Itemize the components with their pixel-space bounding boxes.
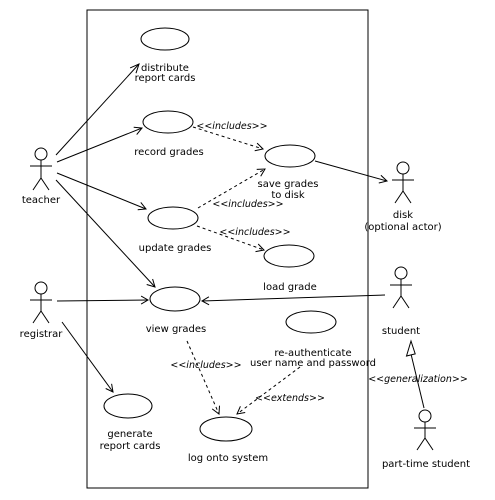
actor-label-disk-note: (optional actor)	[364, 222, 441, 233]
use-case-label-reauth-line2: user name and password	[250, 358, 376, 369]
actor-label-student: student	[382, 326, 420, 337]
include-update-load	[196, 225, 266, 253]
include-update-save	[197, 168, 266, 209]
use-case-distribute-report-cards[interactable]: distribute report cards	[135, 27, 196, 84]
use-case-label-reauth-line1: re-authenticate	[274, 348, 351, 359]
use-case-log-onto-system[interactable]: log onto system	[188, 416, 268, 464]
use-case-record-grades[interactable]: record grades	[134, 110, 204, 158]
actor-label-teacher: teacher	[22, 195, 61, 206]
actor-label-part-time-student: part-time student	[382, 459, 470, 470]
actor-label-registrar: registrar	[20, 329, 64, 340]
stereotype-includes-record-save: <<includes>>	[196, 121, 267, 132]
use-case-view-grades[interactable]: view grades	[146, 286, 207, 335]
use-case-label-generate-line2: report cards	[100, 441, 161, 452]
association-student-view	[200, 294, 386, 306]
generalization-part-time-student	[405, 339, 425, 409]
stereotype-includes-update-load: <<includes>>	[219, 227, 290, 238]
use-case-re-authenticate[interactable]: re-authenticate user name and password	[250, 310, 376, 369]
stereotype-includes-update-save: <<includes>>	[212, 199, 283, 210]
include-record-save	[192, 126, 265, 152]
use-case-update-grades[interactable]: update grades	[139, 206, 212, 254]
include-view-log	[186, 340, 220, 415]
use-case-label-log-onto-system: log onto system	[188, 453, 268, 464]
association-teacher-distribute	[55, 63, 140, 156]
actor-student[interactable]: student	[382, 266, 420, 337]
use-case-label-view-grades: view grades	[146, 324, 207, 335]
use-case-load-grade[interactable]: load grade	[263, 244, 317, 293]
use-case-label-generate-line1: generate	[107, 429, 152, 440]
association-save-disk	[314, 160, 389, 184]
association-teacher-update	[56, 172, 147, 211]
actor-teacher[interactable]: teacher	[22, 147, 61, 206]
actor-label-disk: disk	[393, 210, 413, 221]
extend-reauth-log	[236, 366, 301, 415]
association-registrar-generate	[61, 321, 114, 393]
stereotype-extends: <<extends>>	[255, 393, 325, 404]
use-case-generate-report-cards[interactable]: generate report cards	[100, 393, 161, 452]
association-registrar-view	[56, 295, 149, 305]
use-case-label-load-grade: load grade	[263, 282, 317, 293]
use-case-label-distribute-line1: distribute	[141, 63, 189, 74]
actor-disk[interactable]: disk (optional actor)	[364, 161, 442, 233]
association-teacher-view	[55, 179, 156, 288]
system-boundary	[86, 9, 369, 489]
stereotype-includes-view-log: <<includes>>	[170, 360, 241, 371]
association-teacher-record	[56, 126, 143, 163]
use-case-label-distribute-line2: report cards	[135, 73, 196, 84]
actor-part-time-student[interactable]: part-time student	[382, 409, 470, 470]
actor-registrar[interactable]: registrar	[20, 281, 64, 340]
use-case-label-update-grades: update grades	[139, 243, 212, 254]
use-case-label-save-grades-line2: to disk	[271, 190, 305, 201]
use-case-label-save-grades-line1: save grades	[258, 179, 319, 190]
use-case-save-grades-to-disk[interactable]: save grades to disk	[258, 144, 319, 201]
stereotype-generalization: <<generalization>>	[368, 374, 468, 385]
use-case-label-record-grades: record grades	[134, 147, 203, 158]
